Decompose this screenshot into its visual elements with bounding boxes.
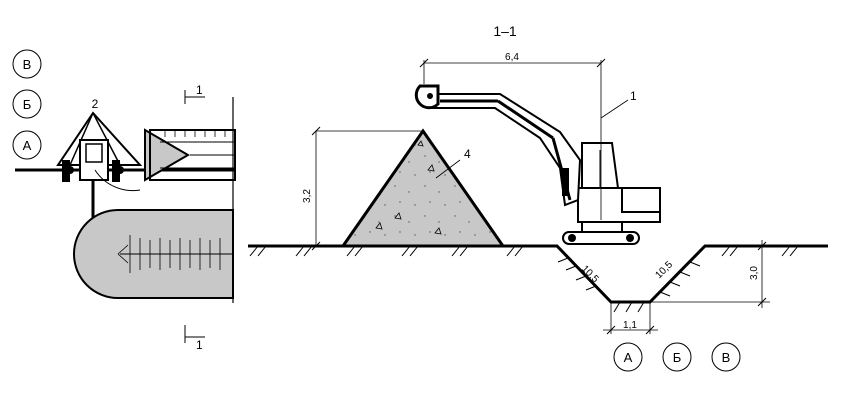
- axis-bubble-bottom-2: Б: [662, 342, 692, 372]
- section-title: 1–1: [493, 23, 517, 39]
- plan-view: В Б А 2: [12, 49, 236, 352]
- plan-trench-top: [144, 128, 236, 182]
- dim-trench-bottom: 1,1: [603, 302, 658, 335]
- plan-spoil-strip: [73, 209, 234, 299]
- axis-bubble-bottom-1: А: [613, 342, 643, 372]
- cut-mark-bottom: 1: [184, 325, 205, 352]
- axis-bubble-left-2: Б: [12, 89, 42, 119]
- axis-label: В: [23, 57, 32, 72]
- dim-slope-left: 10,5: [579, 263, 601, 285]
- cut-mark-label: 1: [196, 83, 203, 97]
- axis-label: В: [722, 350, 731, 365]
- heap-aggregate-marks: [375, 140, 442, 235]
- ground-profile: [248, 244, 828, 304]
- axis-label: А: [624, 350, 633, 365]
- axis-bubble-bottom-3: В: [711, 342, 741, 372]
- callout-plan-machine: 2: [92, 97, 99, 111]
- callout-leader-excavator: [600, 99, 629, 119]
- excavator: [414, 84, 661, 245]
- dim-label: 1,1: [623, 320, 637, 331]
- axis-bubble-left-3: А: [12, 130, 42, 160]
- dim-label: 6,4: [505, 52, 519, 63]
- ground-hatching: [249, 245, 799, 313]
- axis-bubble-left-1: В: [12, 49, 42, 79]
- axis-label: А: [23, 138, 32, 153]
- callout-excavator: 1: [630, 89, 637, 103]
- cut-mark-top: 1: [184, 83, 205, 104]
- axis-label: Б: [23, 97, 32, 112]
- dim-label: 3,0: [749, 266, 760, 280]
- dim-boom-reach: 6,4: [419, 52, 606, 220]
- dim-heap-height: 3,2: [302, 126, 423, 251]
- dim-trench-depth: 3,0: [650, 240, 770, 308]
- section-view: 1–1 4: [248, 23, 828, 372]
- axis-label: Б: [673, 350, 682, 365]
- spoil-heap: [340, 128, 506, 248]
- callout-spoil-heap: 4: [464, 147, 471, 161]
- callout-leader-heap: [435, 159, 461, 179]
- dim-label: 3,2: [302, 189, 313, 203]
- cut-mark-label: 1: [196, 338, 203, 352]
